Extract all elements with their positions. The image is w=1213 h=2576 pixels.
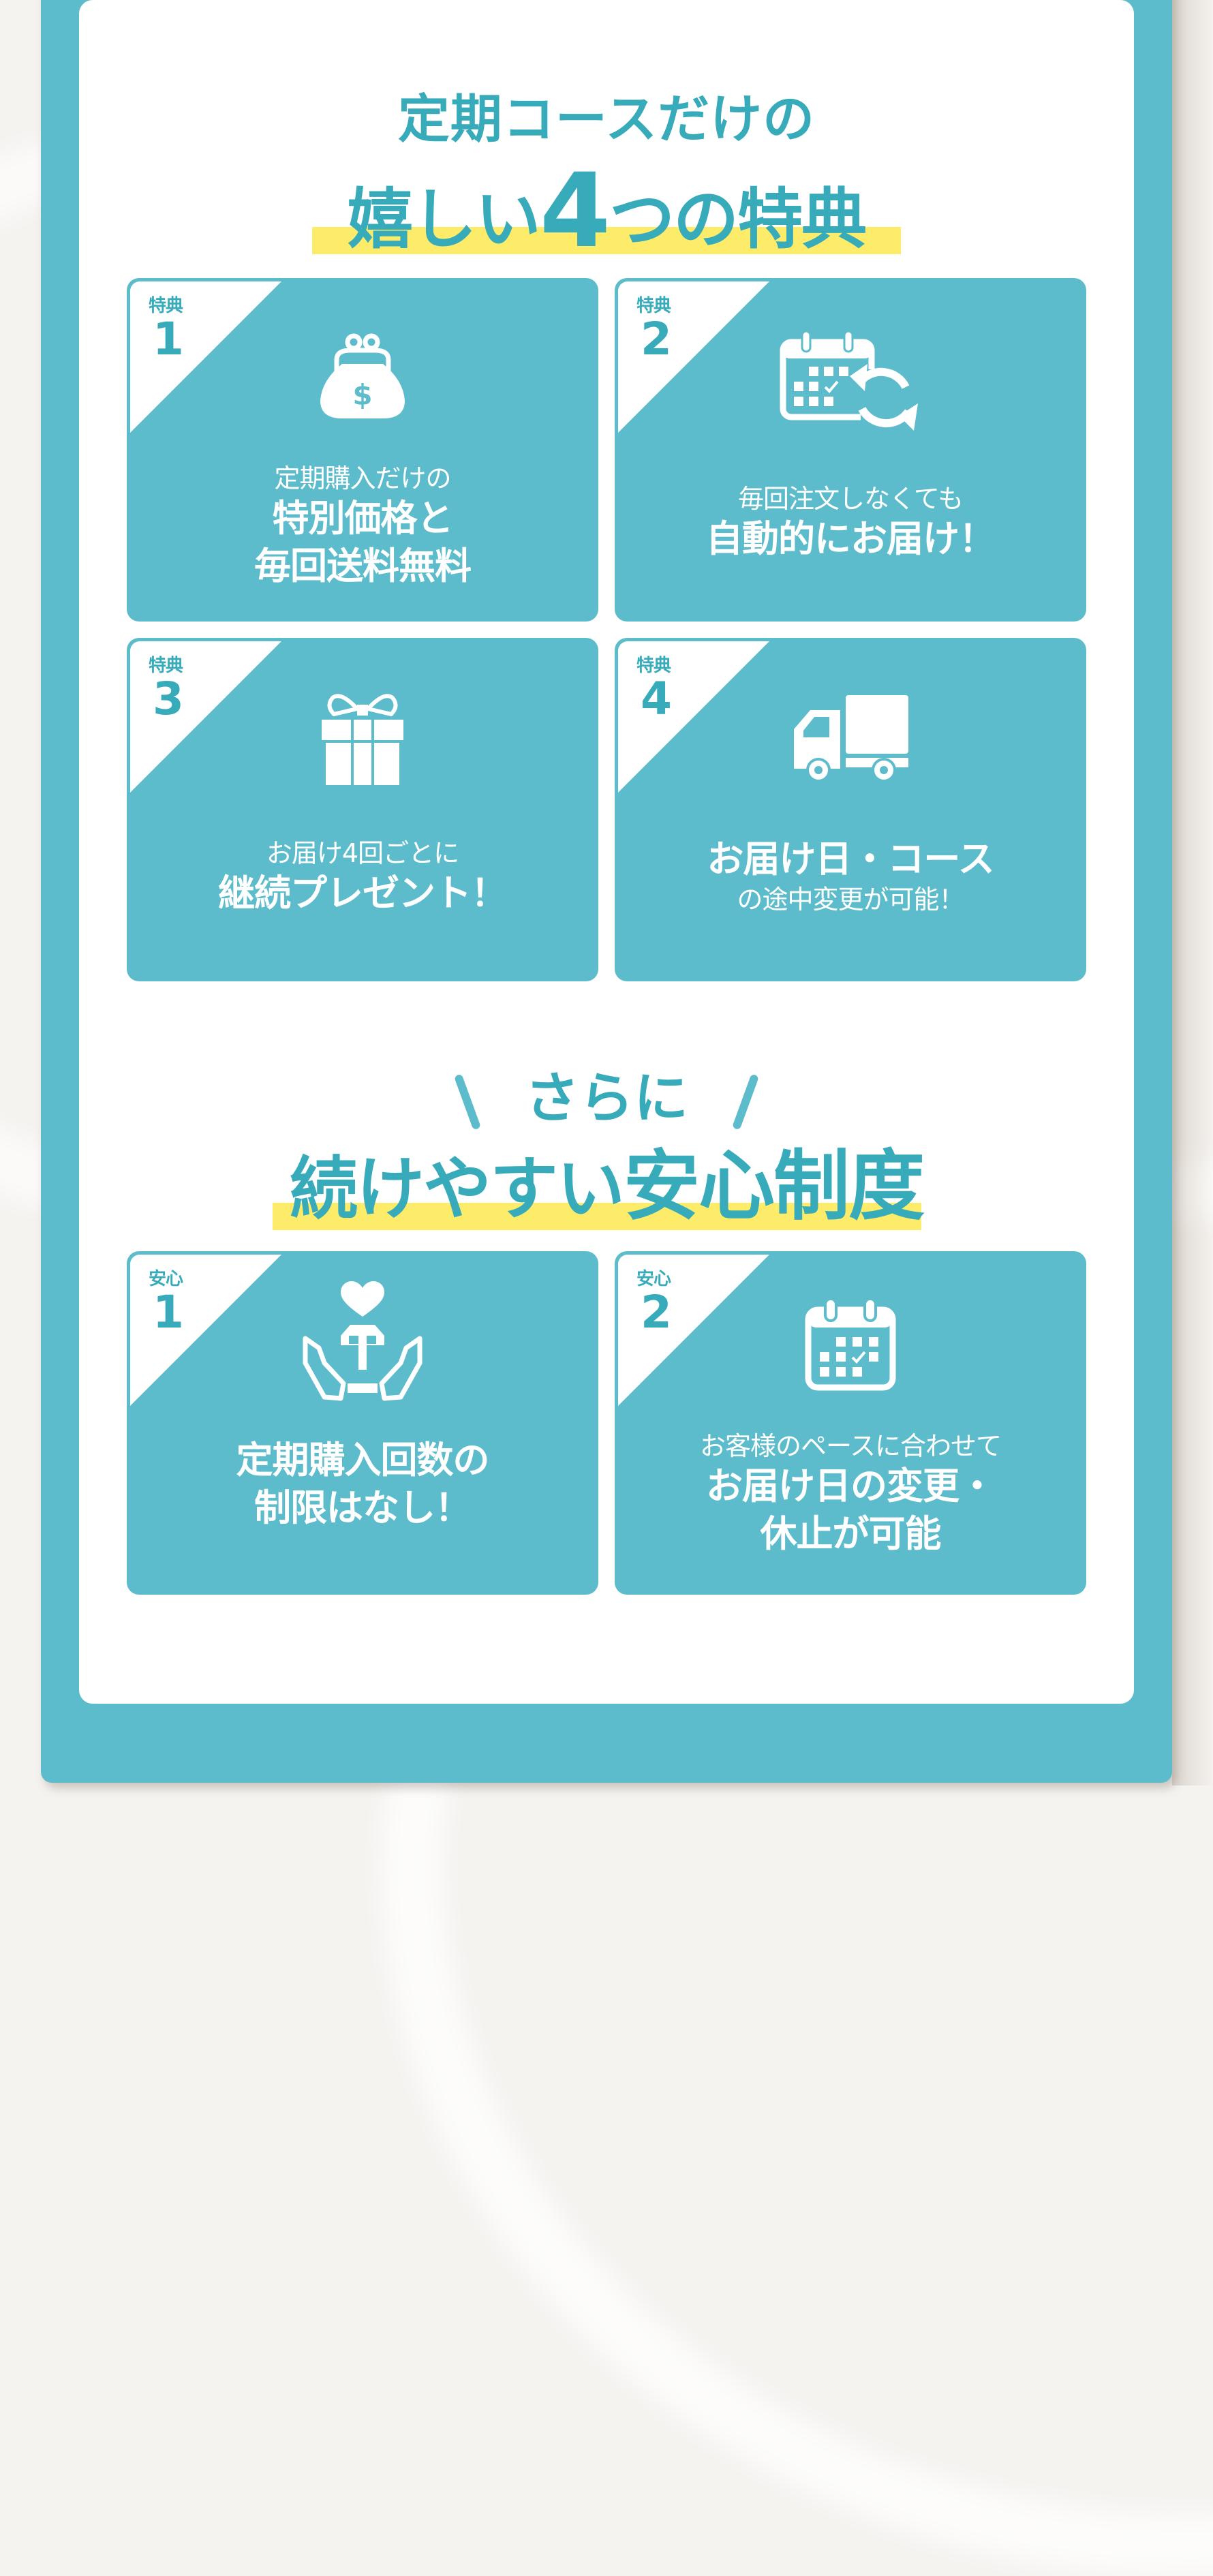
badge-label: 特典 <box>636 296 671 316</box>
heading-number: 4 <box>539 152 611 271</box>
badge-number: 1 <box>153 313 184 365</box>
coin-purse-dollar-icon: $ <box>316 333 409 424</box>
background-shade <box>1172 0 1213 1785</box>
heading-suffix: つの特典 <box>609 181 867 258</box>
badge-number: 3 <box>153 673 184 725</box>
badge-number: 1 <box>153 1286 184 1338</box>
svg-text:$: $ <box>352 378 372 412</box>
assurance-card-1: 安心 1 <box>127 1251 598 1595</box>
assurance-card-2: 安心 2 <box>615 1251 1086 1595</box>
badge-label: 安心 <box>636 1269 671 1289</box>
hands-holding-box-heart-icon <box>301 1281 424 1409</box>
card-text: 定期購入回数の 制限はなし！ <box>236 1439 490 1529</box>
content-panel: 定期コースだけの 嬉しい4つの特典 特典 1 <box>79 0 1134 1704</box>
highlight-band <box>273 1203 921 1230</box>
heading-prefix: 続けやすい <box>290 1149 625 1229</box>
calendar-check-icon <box>805 1298 896 1394</box>
card-text: 定期購入だけの 特別価格と 毎回送料無料 <box>254 463 472 587</box>
heading-strong: 安心制度 <box>624 1142 925 1231</box>
highlight-band <box>312 227 901 254</box>
badge-number: 2 <box>641 313 672 365</box>
benefit-card-1: 特典 1 $ 定期購入だけの 特別価格と 毎回送料無料 <box>127 278 598 622</box>
badge-number: 2 <box>641 1286 672 1338</box>
assurance-subheading: さらに <box>79 1066 1134 1131</box>
benefit-card-4: 特典 4 お届け日・コース の途中変更が可能！ <box>615 638 1086 981</box>
badge-label: 安心 <box>149 1269 183 1289</box>
benefit-card-3: 特典 3 お届け4回ごと <box>127 638 598 981</box>
gift-box-icon <box>320 691 405 789</box>
benefit-card-2: 特典 2 <box>615 278 1086 622</box>
delivery-truck-icon <box>793 695 908 785</box>
assurance-heading: 続けやすい安心制度 <box>79 1142 1134 1231</box>
badge-label: 特典 <box>636 656 671 676</box>
card-text: お届け日・コース の途中変更が可能！ <box>707 838 994 915</box>
badge-label: 特典 <box>149 656 183 676</box>
benefits-heading-line1: 定期コースだけの <box>397 89 816 149</box>
card-text: お届け4回ごとに 継続プレゼント！ <box>218 838 508 915</box>
card-text: お客様のペースに合わせて お届け日の変更・ 休止が可能 <box>699 1431 1002 1555</box>
teal-frame: 定期コースだけの 嬉しい4つの特典 特典 1 <box>41 0 1172 1783</box>
calendar-refresh-icon <box>779 328 922 440</box>
badge-number: 4 <box>641 673 672 725</box>
badge-label: 特典 <box>149 296 183 316</box>
slash-decoration <box>453 1073 482 1131</box>
heading-prefix: 嬉しい <box>347 181 541 258</box>
slash-decoration <box>731 1073 760 1131</box>
benefits-heading-line2: 嬉しい4つの特典 <box>79 160 1134 262</box>
card-text: 毎回注文しなくても 自動的にお届け！ <box>706 484 996 560</box>
